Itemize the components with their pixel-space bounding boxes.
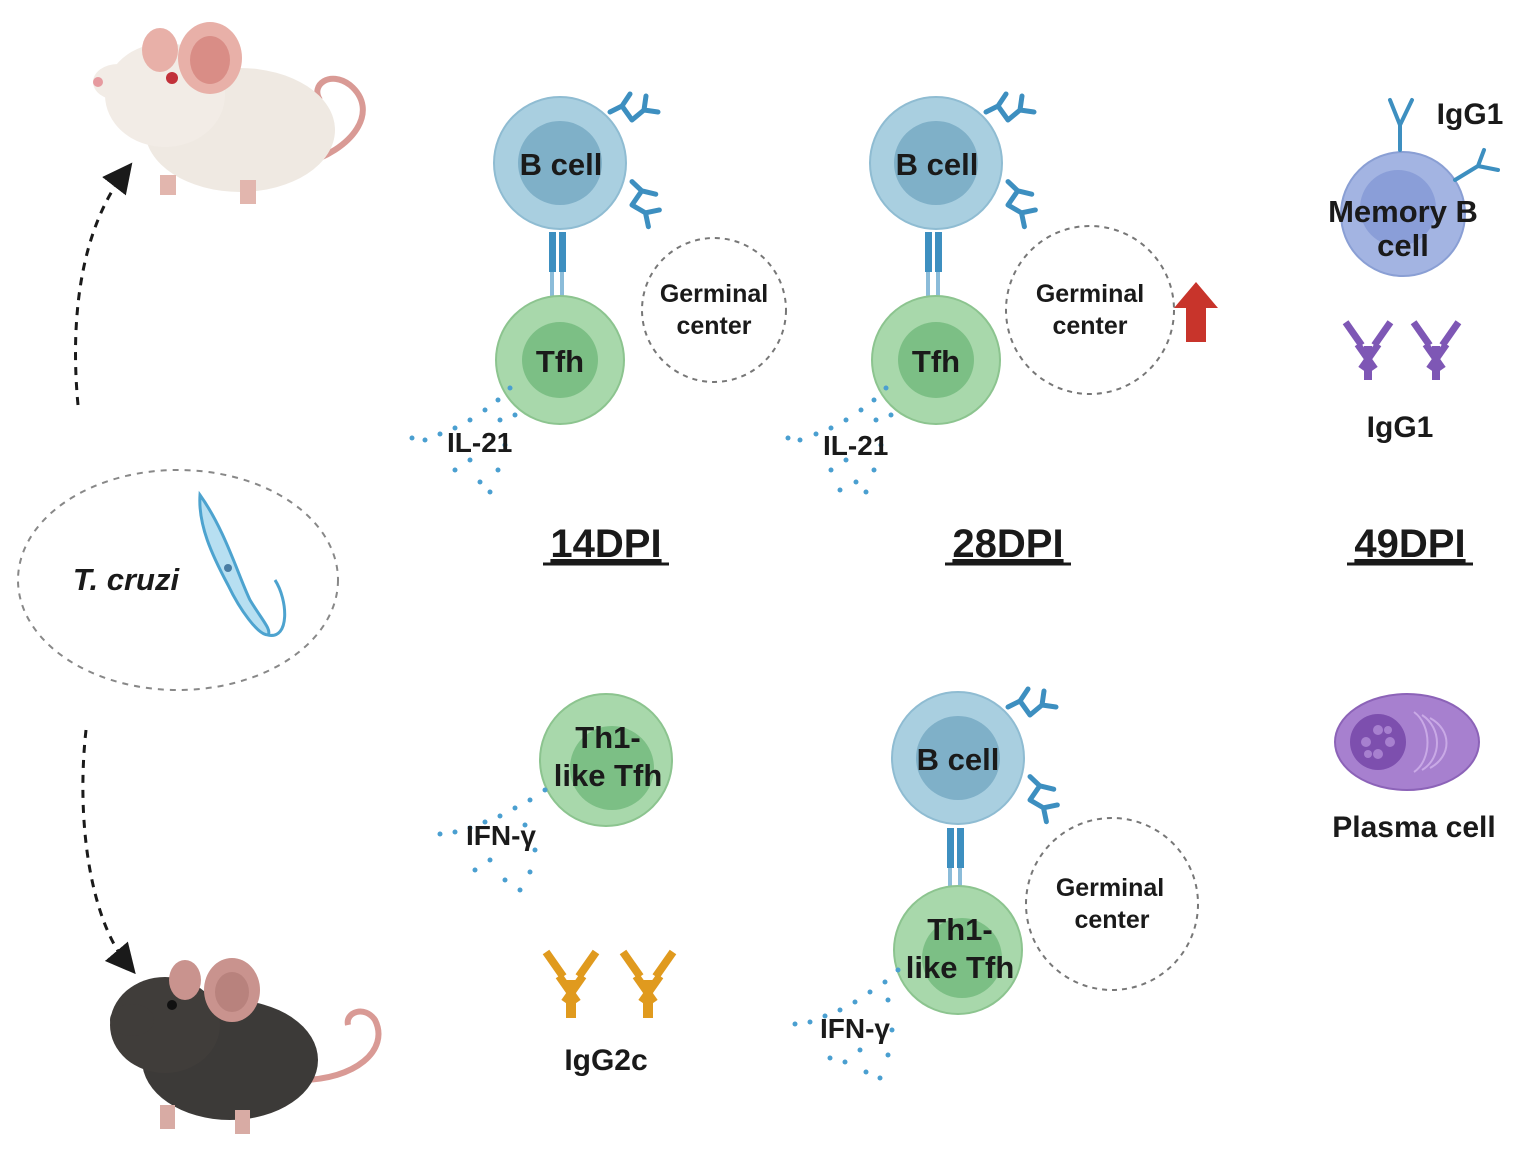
plasma-cell-label: Plasma cell — [1332, 811, 1495, 844]
cytokine-dots — [409, 385, 518, 495]
increase-arrow-icon — [1174, 282, 1218, 342]
il21-label: IL-21 — [823, 430, 888, 461]
timepoint-49dpi: 49DPI — [1354, 522, 1465, 566]
b-cell-label: B cell — [917, 742, 1000, 777]
bcr-icon — [1388, 98, 1500, 182]
bottom-14dpi-group: Th1- like Tfh IFN-γ IgG2c — [437, 693, 677, 1077]
gc-label-1: Germinal — [1056, 874, 1164, 902]
memory-label-2: cell — [1377, 228, 1429, 263]
infection-arrow-up — [74, 162, 133, 406]
bottom-28dpi-group: B cell Th1- like Tfh Germinal center IFN… — [792, 689, 1199, 1081]
cytokine-dots — [785, 385, 894, 495]
b-cell-label: B cell — [896, 147, 979, 182]
ifng-label: IFN-γ — [820, 1013, 890, 1044]
igg1-label: IgG1 — [1367, 411, 1434, 444]
gc-label-2: center — [1074, 906, 1149, 934]
bottom-49dpi-group: Plasma cell — [1332, 693, 1496, 844]
top-28dpi-group: B cell Tfh Germinal center IL-21 — [785, 94, 1218, 495]
igg1-receptor-label: IgG1 — [1437, 98, 1504, 131]
germinal-center — [1005, 225, 1175, 395]
igg2c-antibody-icon — [619, 949, 677, 1018]
balb-c-mouse — [93, 22, 366, 204]
igg2c-label: IgG2c — [564, 1044, 647, 1077]
trypanosome-icon — [198, 490, 271, 637]
tfh-label-1: Th1- — [575, 720, 640, 755]
b-cell-label: B cell — [520, 147, 603, 182]
tfh-label-2: like Tfh — [554, 758, 663, 793]
tfh-label: Tfh — [912, 344, 960, 379]
timepoint-14dpi: 14DPI — [550, 522, 661, 566]
igg1-antibody-icon — [1410, 320, 1462, 380]
igg2c-antibody-icon — [542, 949, 600, 1018]
cytokine-dots — [792, 967, 901, 1081]
top-14dpi-group: B cell Tfh Germinal center IL-21 — [409, 94, 787, 495]
gc-label-1: Germinal — [660, 280, 768, 308]
germinal-center — [1025, 817, 1199, 991]
tfh-label: Tfh — [536, 344, 584, 379]
pathogen-label: T. cruzi — [73, 562, 181, 597]
germinal-center — [641, 237, 787, 383]
c57bl6-mouse — [110, 958, 382, 1134]
cytokine-dots — [437, 787, 548, 893]
memory-label-1: Memory B — [1328, 194, 1478, 229]
il21-label: IL-21 — [447, 427, 512, 458]
gc-label-2: center — [1052, 312, 1127, 340]
tfh-label-1: Th1- — [927, 912, 992, 947]
tfh-label-2: like Tfh — [906, 950, 1015, 985]
top-49dpi-group: Memory B cell IgG1 IgG1 — [1328, 98, 1503, 444]
igg1-antibody-icon — [1342, 320, 1394, 380]
ifng-label: IFN-γ — [466, 820, 536, 851]
pathogen-container: T. cruzi — [17, 469, 339, 691]
gc-label-1: Germinal — [1036, 280, 1144, 308]
gc-label-2: center — [676, 312, 751, 340]
timepoint-28dpi: 28DPI — [952, 522, 1063, 566]
infection-arrow-down — [81, 729, 136, 975]
